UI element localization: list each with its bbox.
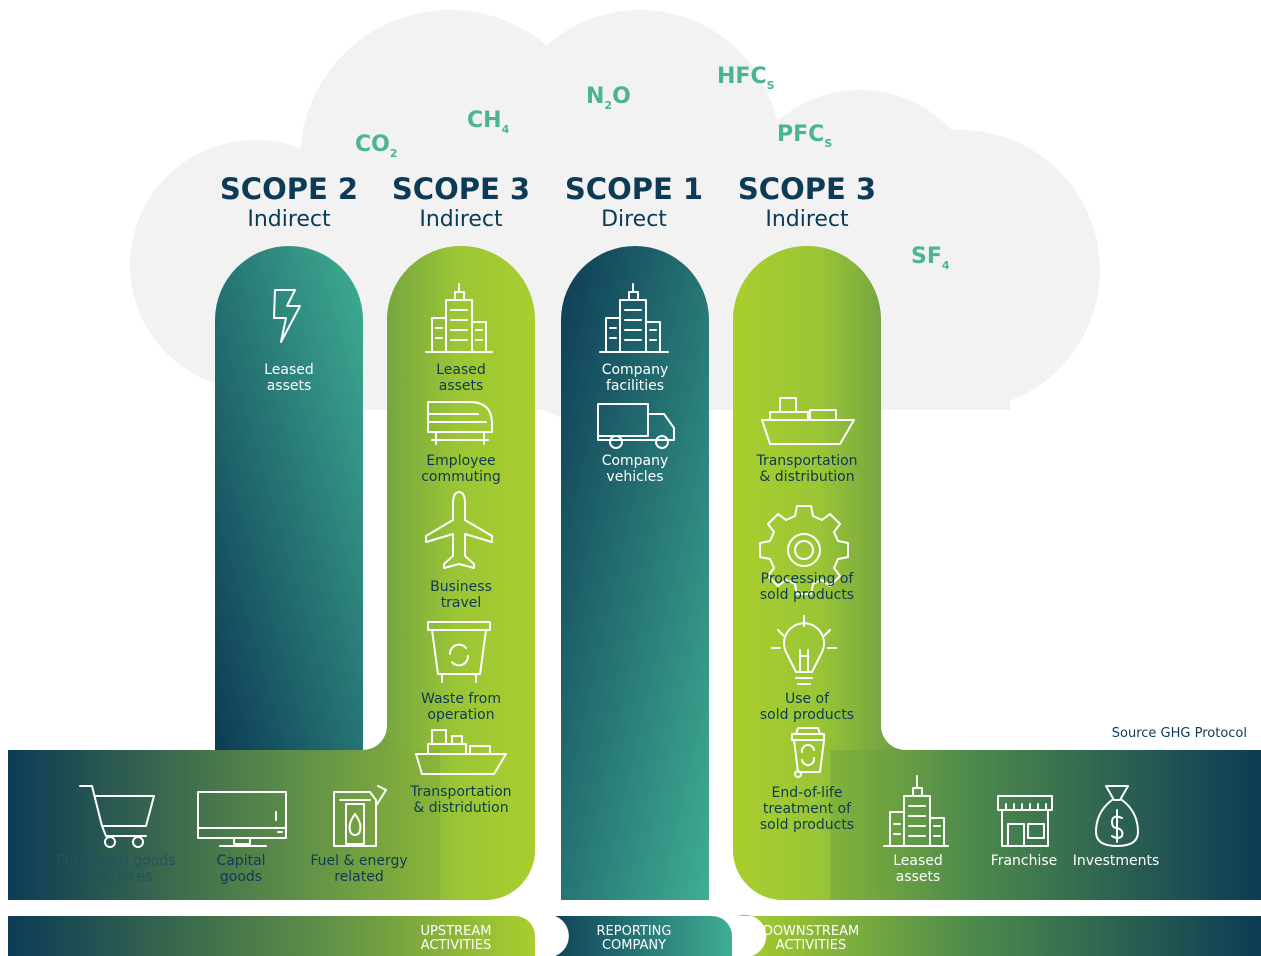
gas-ch4: CH4: [467, 108, 510, 136]
scope-title: SCOPE 1: [564, 172, 704, 206]
employee-commuting-label: Employee commuting: [421, 453, 501, 485]
scope3-downstream-column: [733, 246, 905, 900]
franchise-label: Franchise: [990, 853, 1058, 869]
monitor-icon: [197, 791, 287, 847]
upstream-band: [8, 916, 535, 956]
processing-sold-products-label: Processing of sold products: [759, 571, 855, 603]
building-icon: [599, 283, 669, 353]
scope3-up-leased-assets-label: Leased assets: [436, 362, 486, 394]
scope-title: SCOPE 3: [391, 172, 531, 206]
investments-label: Investments: [1072, 853, 1160, 869]
scope2-column: [215, 246, 363, 750]
shopping-cart-icon: [79, 785, 155, 848]
transportation-downstream-label: Transportation & distribution: [756, 453, 858, 485]
business-travel-label: Business travel: [430, 579, 492, 611]
company-vehicles-label: Company vehicles: [601, 453, 669, 485]
lightning-icon: [273, 289, 301, 343]
downstream-band-label: DOWNSTREAM ACTIVITIES: [762, 924, 860, 953]
gas-n2o: N2O: [586, 84, 631, 112]
gas-pfcs: PFCS: [777, 122, 833, 150]
storefront-icon: [997, 795, 1053, 847]
source-note: Source GHG Protocol: [1111, 726, 1247, 741]
scope3-downstream-heading: SCOPE 3 Indirect: [722, 172, 892, 234]
scope-subtitle: Indirect: [247, 207, 331, 232]
scope-subtitle: Indirect: [419, 207, 503, 232]
waste-bin-icon: [427, 621, 491, 683]
gas-co2: CO2: [355, 132, 398, 160]
scope-subtitle: Direct: [601, 207, 667, 232]
cargo-ship-icon: [761, 397, 855, 445]
money-bag-icon: [1095, 785, 1139, 847]
scope-title: SCOPE 2: [219, 172, 359, 206]
scope1-heading: SCOPE 1 Direct: [549, 172, 719, 234]
waste-from-operation-label: Waste from operation: [421, 691, 501, 723]
airplane-icon: [425, 491, 493, 569]
scope2-leased-assets-label: Leased assets: [264, 362, 314, 394]
building-icon: [425, 283, 493, 353]
fuel-can-icon: [333, 785, 387, 847]
upstream-band-label: UPSTREAM ACTIVITIES: [420, 924, 492, 953]
end-of-life-label: End-of-life treatment of sold products: [759, 785, 855, 833]
gas-hfcs: HFCS: [717, 64, 775, 92]
downstream-leased-assets-label: Leased assets: [893, 853, 943, 885]
transportation-upstream-label: Transportation & distridution: [410, 784, 512, 816]
reporting-band: [540, 916, 732, 956]
fuel-energy-label: Fuel & energy related: [310, 853, 408, 885]
scope2-heading: SCOPE 2 Indirect: [204, 172, 374, 234]
lightbulb-icon: [771, 615, 837, 685]
gear-icon: [759, 505, 849, 595]
scope3-upstream-column: [363, 246, 535, 900]
cargo-ship-icon: [415, 729, 507, 775]
train-icon: [427, 401, 493, 445]
reporting-band-label: REPORTING COMPANY: [596, 924, 672, 953]
company-facilities-label: Company facilities: [601, 362, 669, 394]
recycle-bin-icon: [791, 727, 825, 778]
purchased-goods-label: Purshased goods & services: [56, 853, 176, 885]
scope-subtitle: Indirect: [765, 207, 849, 232]
use-sold-products-label: Use of sold products: [759, 691, 855, 723]
scope-title: SCOPE 3: [737, 172, 877, 206]
scope1-column: [561, 246, 709, 900]
scope3-upstream-heading: SCOPE 3 Indirect: [376, 172, 546, 234]
truck-icon: [597, 403, 675, 449]
capital-goods-label: Capital goods: [216, 853, 266, 885]
building-icon: [883, 775, 949, 847]
downstream-band: [738, 914, 1261, 956]
gas-sf4: SF4: [911, 244, 950, 272]
